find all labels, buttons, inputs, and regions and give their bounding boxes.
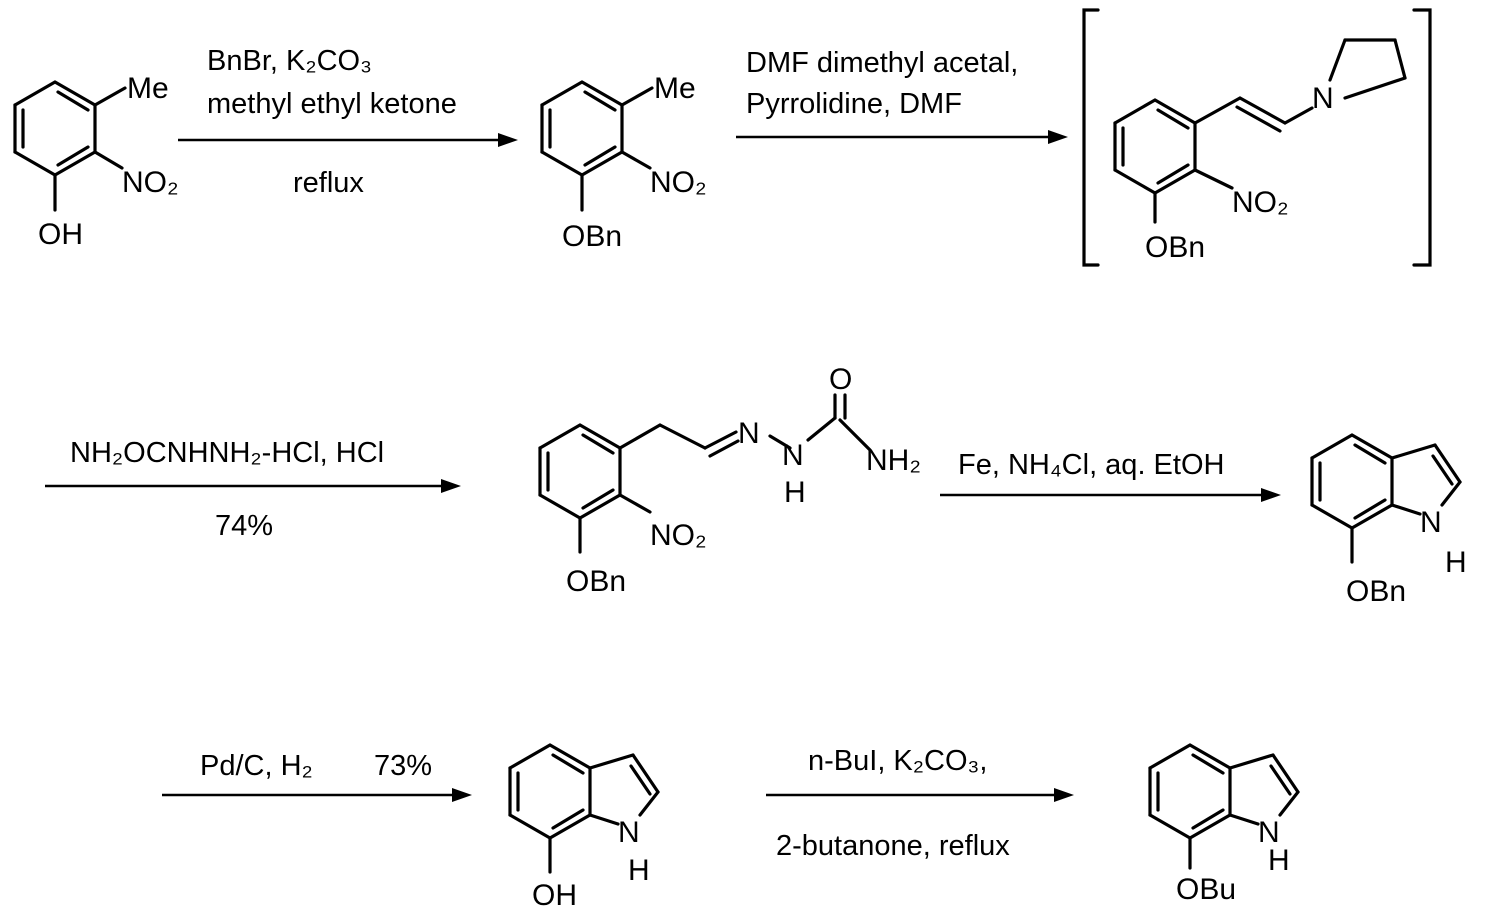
carbonyl-oxygen-label: O [829,363,852,396]
butoxy-label: OBu [1176,873,1236,906]
benzyloxy-label: OBn [1346,575,1406,608]
nitro-label: NO₂ [122,166,179,199]
indole-hydrogen-label: H [1268,844,1290,877]
step4-reagents: Fe, NH₄Cl, aq. EtOH [958,449,1224,481]
compound-benzyloxy-methylnitrobenzene: Me NO₂ OBn [542,72,707,253]
nitro-label: NO₂ [650,166,707,199]
step2-solvent: Pyrrolidine, DMF [746,88,962,120]
compound-7-butoxyindole: N H OBu [1150,745,1298,906]
indole-nitrogen-label: N [618,816,640,849]
arrow-step5 [162,788,472,802]
step5-reagents: Pd/C, H₂ [200,750,313,782]
step3-reagents: NH₂OCNHNH₂-HCl, HCl [70,437,384,469]
imine-nitrogen-label: N [738,417,760,450]
step2-reagents: DMF dimethyl acetal, [746,47,1018,79]
step1-conditions: reflux [293,167,364,199]
methyl-label: Me [127,72,169,105]
pyrrolidine-nitrogen-label: N [1312,82,1334,115]
arrow-step3 [45,479,461,493]
step6-reagents: n-BuI, K₂CO₃, [808,745,987,777]
step6-solvent: 2-butanone, reflux [776,830,1010,862]
step1-solvent: methyl ethyl ketone [207,88,457,120]
hydrazide-hydrogen-label: H [784,476,806,509]
benzyloxy-label: OBn [562,220,622,253]
nitro-label: NO₂ [1232,186,1289,219]
indole-hydrogen-label: H [1445,546,1467,579]
amide-nh2-label: NH₂ [866,444,921,477]
indole-nitrogen-label: N [1420,506,1442,539]
benzyloxy-label: OBn [566,565,626,598]
step1-reagents: BnBr, K₂CO₃ [207,45,372,77]
hydroxyl-label: OH [38,218,83,251]
compound-semicarbazone: O N N H NH₂ NO₂ OBn [540,363,921,598]
arrow-step6 [766,788,1074,802]
nitro-label: NO₂ [650,519,707,552]
hydroxyl-label: OH [532,879,577,909]
hydrazide-nitrogen-label: N [782,439,804,472]
compound-enamine-intermediate: N NO₂ OBn [1084,10,1430,265]
compound-7-hydroxyindole: N H OH [510,745,658,909]
indole-hydrogen-label: H [628,854,650,887]
benzyloxy-label: OBn [1145,231,1205,264]
arrow-step1 [178,133,518,147]
compound-7-benzyloxyindole: N H OBn [1312,435,1467,608]
step5-yield: 73% [374,750,432,782]
arrow-step4 [940,488,1281,502]
compound-methylnitrophenol: Me NO₂ OH [15,72,179,251]
arrow-step2 [736,130,1068,144]
methyl-label: Me [654,72,696,105]
step3-yield: 74% [215,510,273,542]
